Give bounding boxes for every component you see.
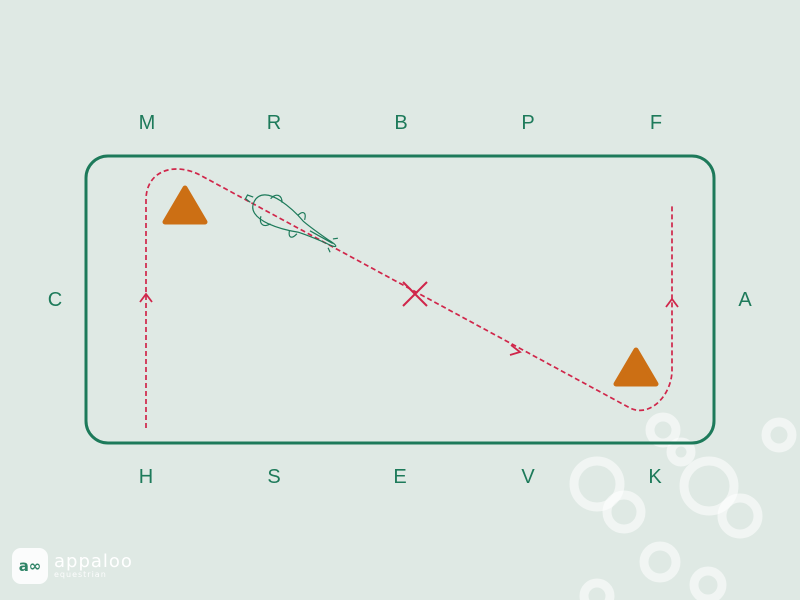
logo-tagline: equestrian [54,570,107,579]
arena-letter-r: R [266,112,282,134]
arena-letter-b: B [394,112,408,134]
logo-name: appaloo [54,551,133,572]
arena-letter-v: V [521,466,535,488]
cone-icon [613,347,659,387]
direction-arrow-icon [509,344,522,356]
brand-logo: a∞ appaloo equestrian [12,548,133,584]
arena-letter-e: E [393,466,407,488]
arena-letter-p: P [521,112,535,134]
riding-path [145,168,673,428]
cone-icon [162,185,208,225]
arena-letter-a: A [738,289,752,311]
cross-marker-icon [402,281,428,307]
arena-letter-s: S [267,466,281,488]
direction-arrow-icon [665,297,679,308]
direction-arrow-icon [139,292,153,303]
arena-letter-m: M [138,112,156,134]
arena-letter-f: F [649,112,663,134]
watermark-rings [569,412,797,600]
horse-icon [244,194,338,253]
arena-letter-h: H [138,466,154,488]
arena-border [84,154,716,445]
arena-letter-c: C [47,289,63,311]
logo-icon: a∞ [12,548,48,584]
arena-letter-k: K [648,466,662,488]
logo-text: appaloo equestrian [54,553,133,579]
